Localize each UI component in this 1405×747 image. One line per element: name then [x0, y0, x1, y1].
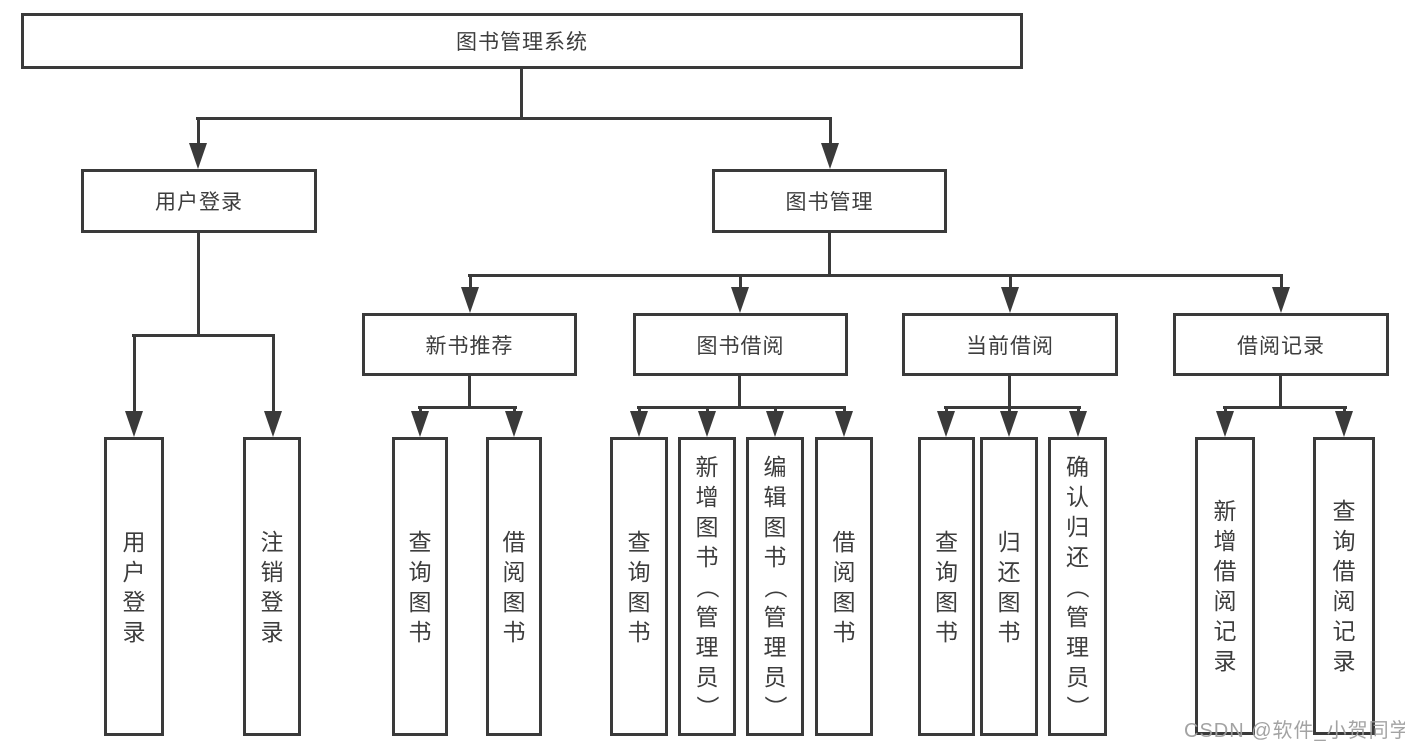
connector-records-stem	[1279, 376, 1282, 409]
watermark: CSDN @软件_小贺同学	[1184, 720, 1405, 742]
leaf-records-query-record: 查询借阅记录	[1313, 437, 1375, 735]
leaf-borrowing-borrow-books: 借阅图书	[815, 437, 873, 736]
node-current-borrowing: 当前借阅	[902, 313, 1118, 376]
arrow-down-icon	[1069, 408, 1087, 437]
arrow-down-icon	[264, 336, 282, 437]
node-label: 查询图书	[627, 528, 651, 645]
arrow-down-icon	[189, 119, 207, 169]
connector-current-stem	[1008, 376, 1011, 409]
leaf-borrowing-query-books: 查询图书	[610, 437, 668, 736]
node-label: 新增图书（管理员）	[694, 453, 720, 719]
node-label: 确认归还（管理员）	[1064, 453, 1091, 719]
arrow-down-icon	[1335, 408, 1353, 437]
leaf-borrowing-edit-books: 编辑图书（管理员）	[746, 437, 804, 736]
leaf-current-return-books: 归还图书	[980, 437, 1038, 736]
arrow-down-icon	[698, 408, 716, 437]
arrow-down-icon	[411, 408, 429, 437]
node-root: 图书管理系统	[21, 13, 1023, 69]
connector-user-login-branch	[132, 334, 275, 337]
arrow-down-icon	[731, 276, 749, 313]
node-new-books: 新书推荐	[362, 313, 577, 376]
arrow-down-icon	[1272, 276, 1290, 313]
leaf-newbooks-borrow-books: 借阅图书	[486, 437, 542, 736]
node-label: 用户登录	[122, 528, 146, 645]
connector-root-branch	[196, 117, 832, 120]
connector-records-branch	[1223, 406, 1347, 409]
node-label: 借阅图书	[832, 528, 856, 645]
connector-current-branch	[944, 406, 1081, 409]
node-borrow-records: 借阅记录	[1173, 313, 1389, 376]
node-label: 借阅图书	[502, 528, 526, 645]
node-label: 注销登录	[260, 528, 284, 645]
leaf-current-query-books: 查询图书	[918, 437, 975, 736]
node-label: 查询借阅记录	[1332, 498, 1356, 674]
connector-borrowing-stem	[738, 376, 741, 409]
connector-borrowing-branch	[637, 406, 846, 409]
connector-new-books-branch	[418, 406, 517, 409]
node-label: 图书管理	[785, 191, 874, 214]
connector-book-mgmt-branch	[468, 274, 1283, 277]
node-user-login: 用户登录	[81, 169, 317, 233]
leaf-borrowing-add-books: 新增图书（管理员）	[678, 437, 736, 736]
arrow-down-icon	[821, 119, 839, 169]
arrow-down-icon	[1000, 408, 1018, 437]
leaf-current-confirm-return: 确认归还（管理员）	[1048, 437, 1107, 736]
arrow-down-icon	[125, 336, 143, 437]
arrow-down-icon	[1216, 408, 1234, 437]
arrow-down-icon	[630, 408, 648, 437]
connector-new-books-stem	[468, 376, 471, 409]
node-label: 用户登录	[155, 191, 243, 214]
leaf-records-add-record: 新增借阅记录	[1195, 437, 1255, 735]
node-label: 查询图书	[408, 528, 432, 645]
node-label: 图书借阅	[696, 334, 785, 358]
node-label: 查询图书	[935, 528, 958, 645]
node-book-management: 图书管理	[712, 169, 947, 233]
node-label: 新书推荐	[425, 334, 514, 358]
node-label: 图书管理系统	[456, 31, 588, 54]
arrow-down-icon	[1001, 276, 1019, 313]
leaf-logout: 注销登录	[243, 437, 301, 736]
arrow-down-icon	[937, 408, 955, 437]
connector-root-stem	[520, 69, 523, 118]
node-label: 编辑图书（管理员）	[762, 453, 788, 719]
node-label: 当前借阅	[966, 334, 1054, 358]
arrow-down-icon	[835, 408, 853, 437]
connector-user-login-stem	[197, 233, 200, 335]
arrow-down-icon	[461, 276, 479, 313]
node-book-borrowing: 图书借阅	[633, 313, 848, 376]
connector-book-mgmt-stem	[828, 233, 831, 276]
leaf-newbooks-query-books: 查询图书	[392, 437, 448, 736]
node-label: 新增借阅记录	[1213, 498, 1237, 674]
leaf-user-login: 用户登录	[104, 437, 164, 736]
arrow-down-icon	[505, 408, 523, 437]
arrow-down-icon	[766, 408, 784, 437]
node-label: 归还图书	[997, 528, 1021, 645]
node-label: 借阅记录	[1237, 334, 1325, 358]
